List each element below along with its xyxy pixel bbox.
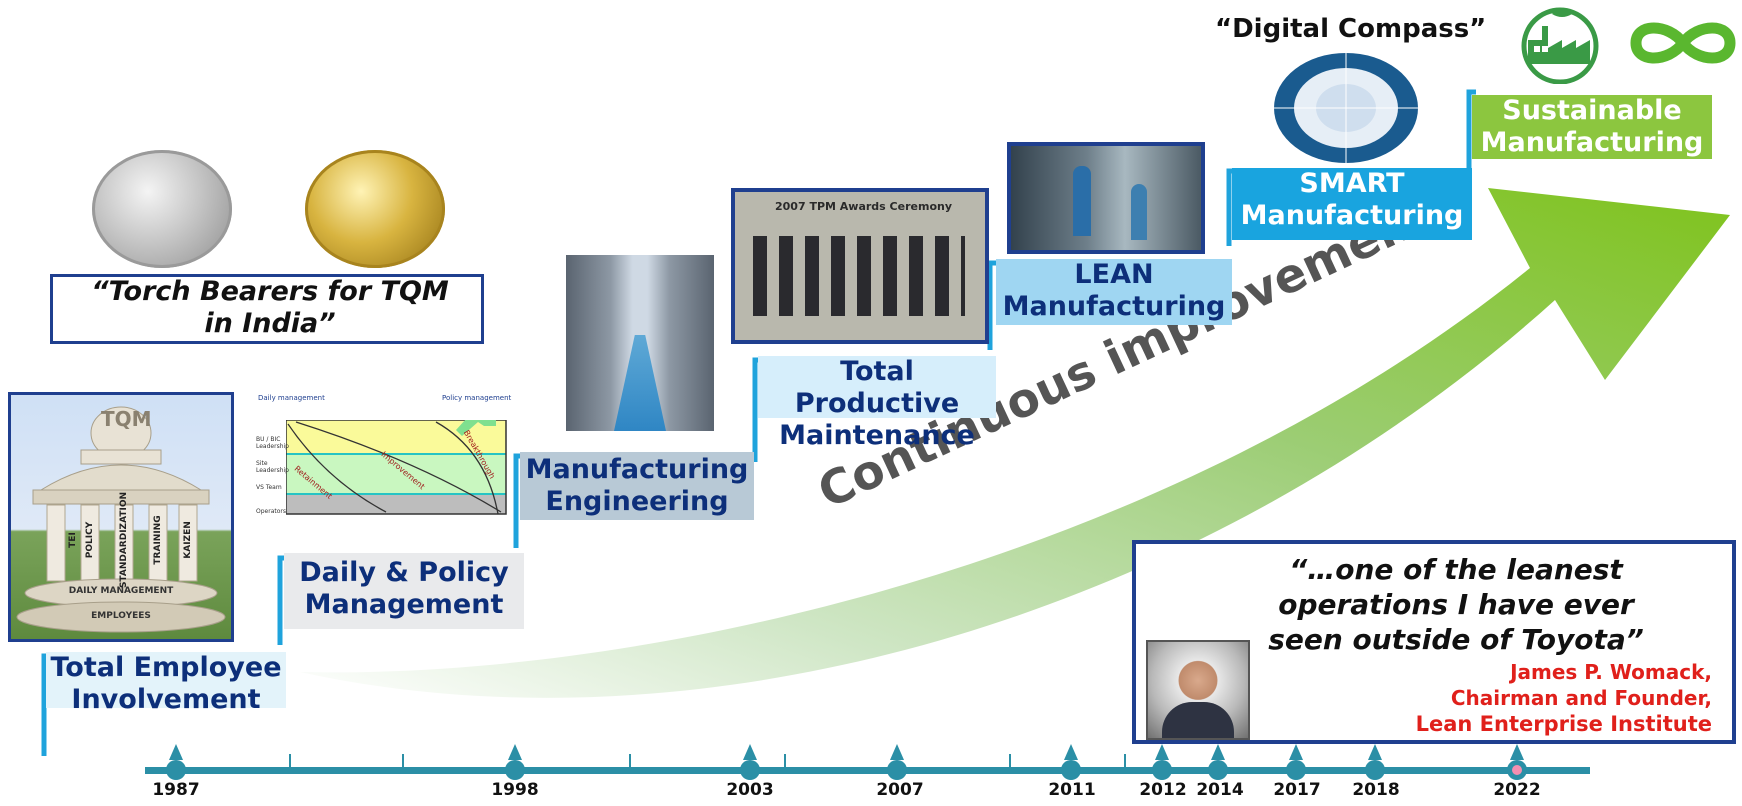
year-label: 2018 — [1352, 780, 1400, 800]
gold-tree-medal — [305, 150, 445, 268]
womack-quote-box: “…one of the leanest operations I have e… — [1132, 540, 1736, 744]
milestone-1987 — [166, 744, 186, 780]
womack-photo — [1146, 640, 1250, 740]
stage-lean-manufacturing: LEAN Manufacturing — [996, 259, 1232, 325]
milestone-2011 — [1061, 744, 1081, 780]
year-label: 2012 — [1139, 780, 1187, 800]
policy-row-label: VS Team — [256, 484, 282, 491]
milestone-2007 — [887, 744, 907, 780]
milestone-2003 — [740, 744, 760, 780]
torch-bearers-quote — [50, 274, 484, 344]
year-label: 1998 — [491, 780, 539, 800]
lean-factory-photo — [1007, 142, 1205, 254]
policy-row-label: BU / BIC Leadership — [256, 436, 289, 450]
digital-compass-wheel — [1274, 53, 1418, 163]
temple-base-label: DAILY MANAGEMENT — [68, 586, 174, 596]
stage-manufacturing-engineering: Manufacturing Engineering — [520, 452, 754, 520]
temple-base-label: EMPLOYEES — [91, 611, 151, 621]
tqm-temple-image: TQM TEI POLICY STANDARDIZATION TRAINING … — [8, 392, 234, 642]
policy-row-label: Site Leadership — [256, 460, 289, 474]
milestone-2022 — [1507, 744, 1527, 780]
tpm-photo-caption: 2007 TPM Awards Ceremony — [775, 200, 952, 213]
year-label: 2007 — [876, 780, 924, 800]
milestone-2014 — [1208, 744, 1228, 780]
deming-prize-medal — [92, 150, 232, 268]
womack-title: Chairman and Founder, — [1450, 686, 1712, 710]
womack-quote-text: “…one of the leanest operations I have e… — [1268, 553, 1644, 656]
stage-sustainable-manufacturing: Sustainable Manufacturing — [1472, 95, 1712, 159]
year-label: 2014 — [1196, 780, 1244, 800]
policy-chart-right-title: Policy management — [442, 394, 512, 402]
policy-chart: Daily management Policy management BU / … — [256, 390, 512, 530]
torch-bearers-text: “Torch Bearers for TQM in India” — [91, 276, 449, 339]
green-factory-icon — [1521, 7, 1599, 84]
year-label: 2003 — [726, 780, 774, 800]
temple-pillar-label: TEI — [68, 532, 78, 548]
infinity-leaf-icon — [1630, 22, 1736, 64]
factory-aisle-photo — [566, 255, 714, 431]
womack-name: James P. Womack, — [1510, 660, 1712, 684]
stage-daily-policy-management: Daily & Policy Management — [284, 553, 524, 629]
milestone-2012 — [1152, 744, 1172, 780]
year-label: 2017 — [1273, 780, 1321, 800]
digital-compass-title: “Digital Compass” — [1215, 14, 1487, 44]
milestone-2017 — [1286, 744, 1306, 780]
year-label: 2022 — [1493, 780, 1541, 800]
milestone-2018 — [1365, 744, 1385, 780]
temple-pillar-label: POLICY — [85, 521, 95, 559]
temple-pillar-label: STANDARDIZATION — [119, 491, 129, 589]
year-label: 2011 — [1048, 780, 1096, 800]
stage-total-employee-involvement: Total Employee Involvement — [46, 652, 286, 715]
temple-title: TQM — [101, 407, 152, 431]
stage-total-productive-maintenance: Total Productive Maintenance — [758, 356, 996, 451]
temple-pillar-label: TRAINING — [153, 515, 163, 565]
temple-pillar-label: KAIZEN — [183, 521, 193, 559]
policy-chart-left-title: Daily management — [258, 394, 325, 402]
tpm-awards-photo: 2007 TPM Awards Ceremony — [731, 188, 989, 344]
year-label: 1987 — [152, 780, 200, 800]
timeline — [145, 744, 1590, 780]
policy-row-label: Operators — [256, 508, 286, 515]
womack-org: Lean Enterprise Institute — [1415, 712, 1712, 736]
milestone-1998 — [505, 744, 525, 780]
stage-smart-manufacturing: SMART Manufacturing — [1232, 168, 1472, 240]
